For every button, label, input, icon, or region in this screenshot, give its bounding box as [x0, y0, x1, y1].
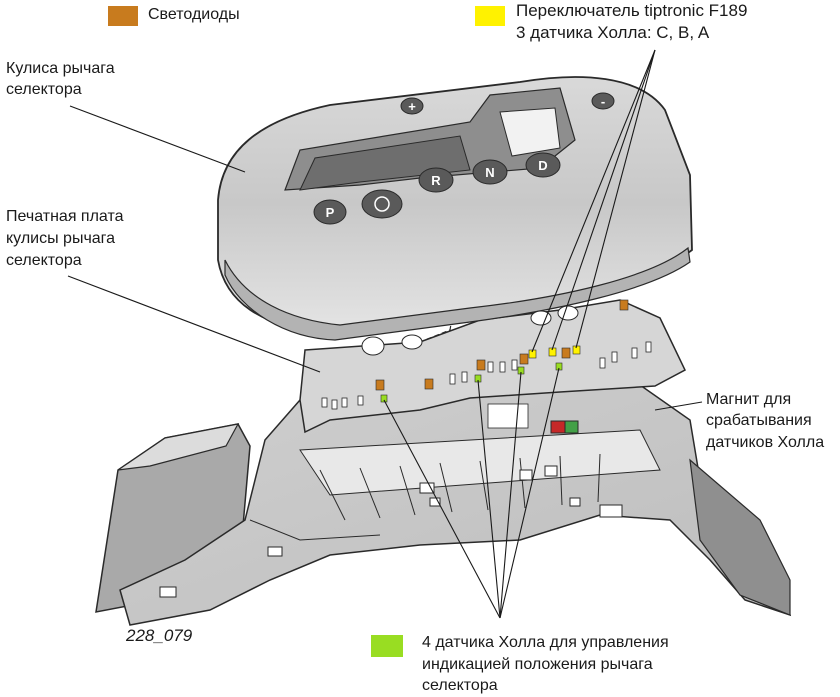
- tiptronic-legend-line1: Переключатель tiptronic F189: [516, 1, 748, 20]
- tiptronic-legend-swatch: [475, 6, 505, 26]
- hall4-legend-line2: индикацией положения рычага: [422, 656, 653, 673]
- gate-label-line2: селектора: [6, 81, 82, 98]
- gate-label-line1: Кулиса рычага: [6, 60, 115, 77]
- led-legend-swatch: [108, 6, 138, 26]
- button-d-label: D: [538, 158, 547, 173]
- figure-number: 228_079: [126, 626, 193, 645]
- tiptronic-legend-line2: 3 датчика Холла: C, B, A: [516, 23, 710, 42]
- pcb-label-line1: Печатная плата: [6, 208, 124, 225]
- hall4-legend-line3: селектора: [422, 677, 498, 694]
- plus-label: +: [408, 99, 416, 114]
- magnet-label-line1: Магнит для: [706, 391, 792, 408]
- minus-icon: -: [591, 92, 615, 110]
- pcb-label-line2: кулисы рычага: [6, 230, 116, 247]
- button-p-key: P: [313, 199, 347, 225]
- button-r-key: R: [418, 167, 454, 193]
- lock-button-icon: [361, 189, 403, 219]
- magnet-label-line3: датчиков Холла: [706, 434, 825, 451]
- selector-base: [119, 384, 792, 626]
- hall4-legend-line1: 4 датчика Холла для управления: [422, 634, 669, 651]
- button-n-key: N: [472, 159, 508, 185]
- magnet-label-line2: срабатывания: [706, 412, 812, 429]
- button-r-label: R: [431, 173, 441, 188]
- pcb-label-line3: селектора: [6, 252, 82, 269]
- leader-lines: [67, 49, 703, 619]
- hall-magnet: [550, 420, 579, 434]
- plus-icon: +: [400, 97, 424, 115]
- minus-label: -: [601, 94, 605, 109]
- led-legend-label: Светодиоды: [148, 6, 240, 23]
- selector-gate-housing: P R N D + -: [217, 76, 693, 356]
- button-d-key: D: [525, 152, 561, 178]
- button-p-label: P: [326, 205, 335, 220]
- button-n-label: N: [485, 165, 494, 180]
- hall4-legend-swatch: [371, 635, 403, 657]
